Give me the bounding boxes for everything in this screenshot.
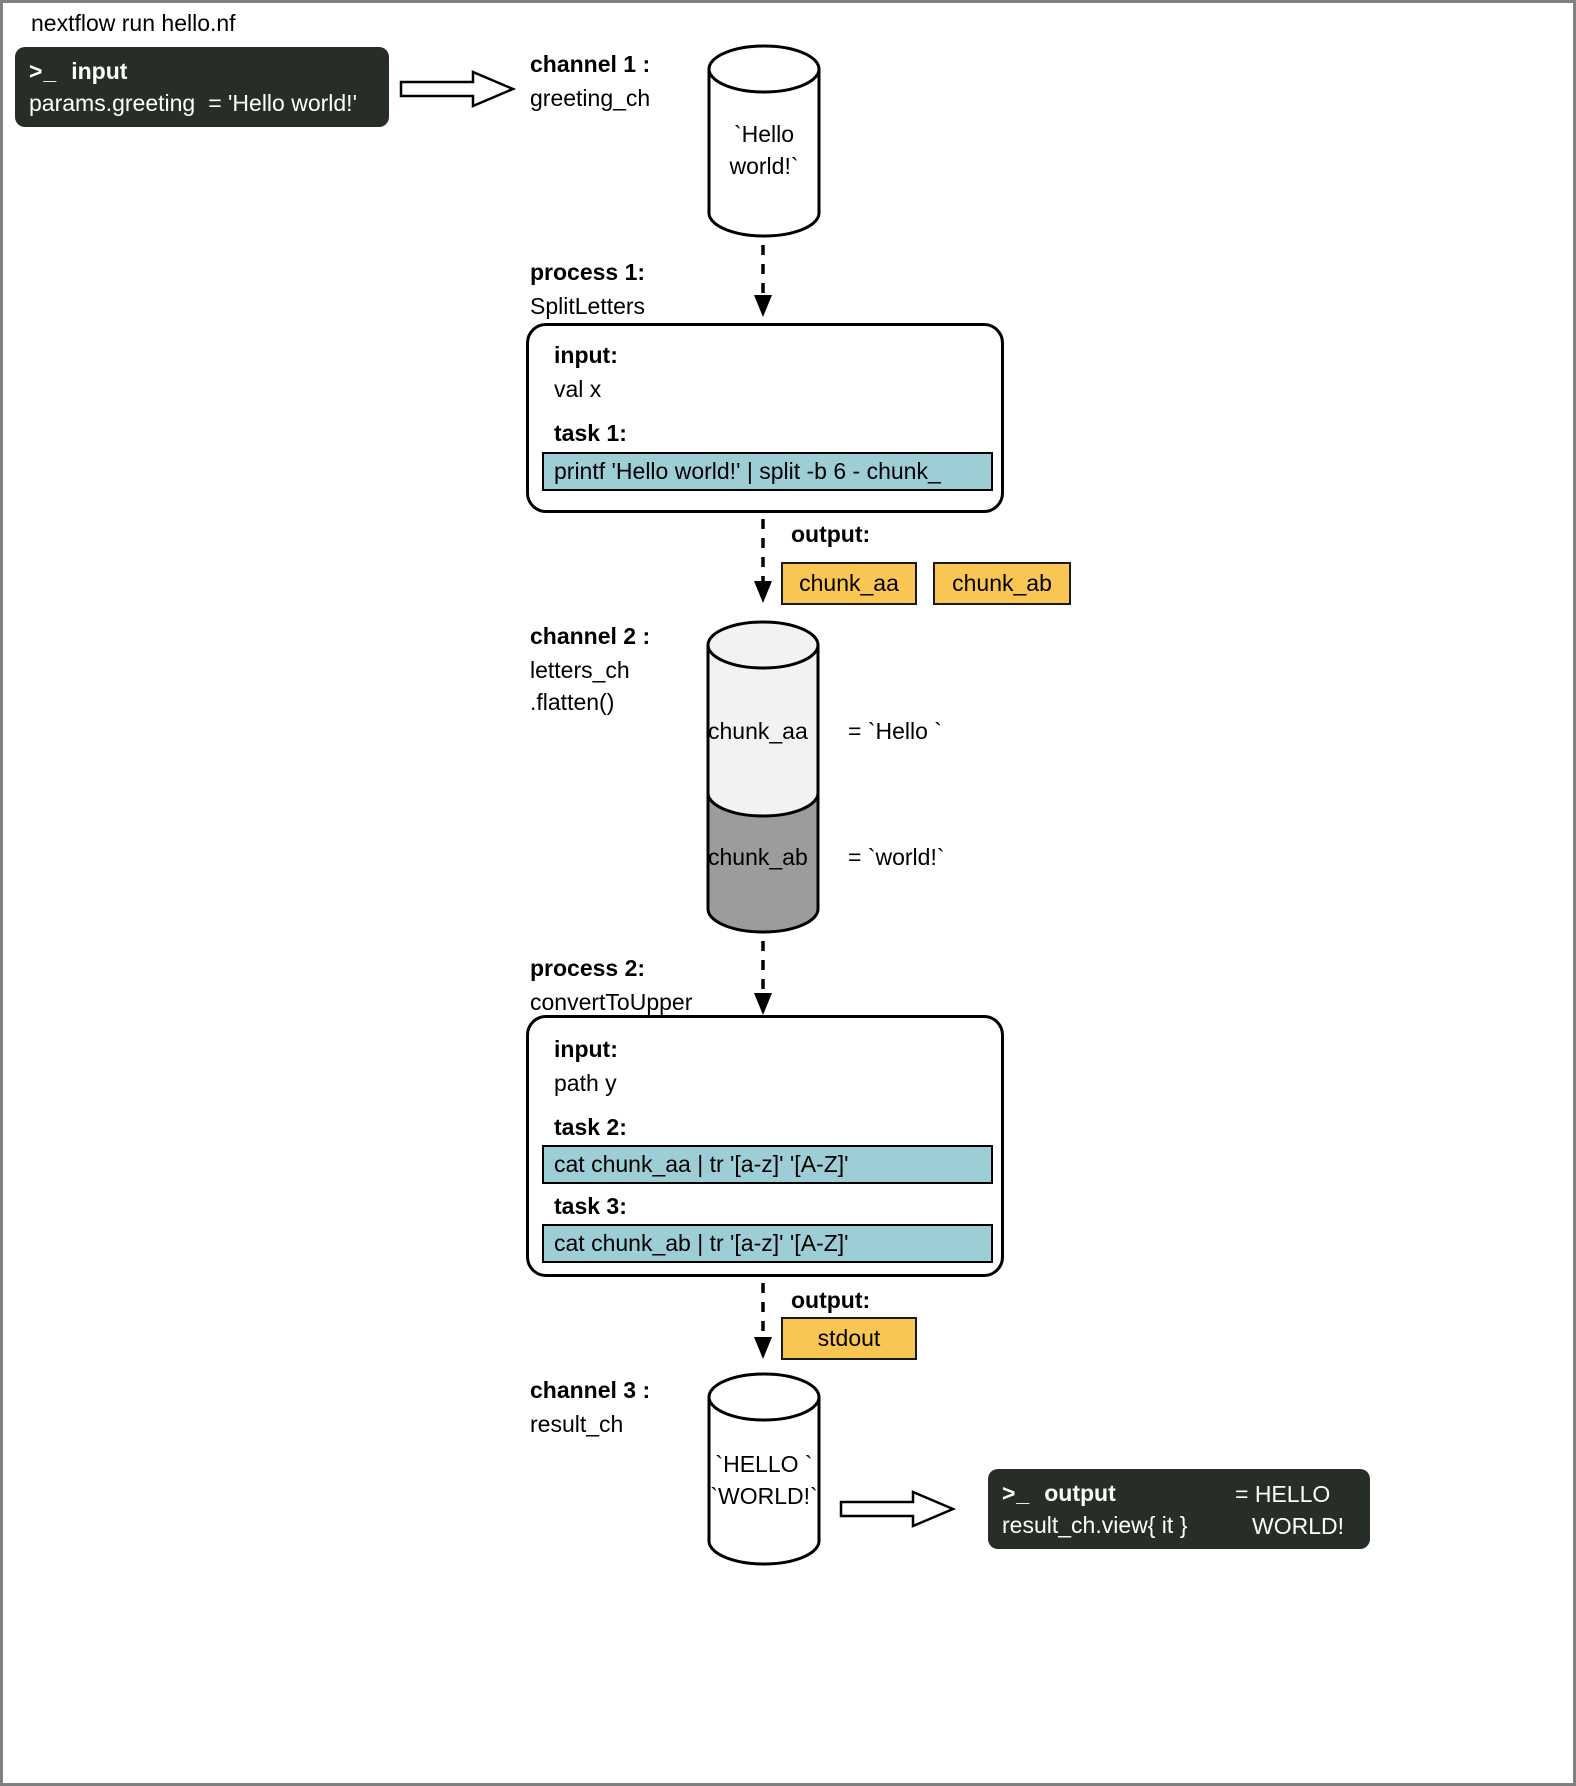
channel2-label: channel 2 : xyxy=(530,623,651,649)
input-terminal-code: params.greeting xyxy=(29,90,196,117)
process2-name: convertToUpper xyxy=(530,989,693,1015)
process2-box: input: path y task 2: cat chunk_aa | tr … xyxy=(526,1015,1004,1277)
chip-chunk-ab-text: chunk_ab xyxy=(952,570,1052,596)
task1-code: printf 'Hello world!' | split -b 6 - chu… xyxy=(554,458,941,484)
channel2-item2: chunk_ab xyxy=(708,844,808,870)
channel2-item1: chunk_aa xyxy=(708,718,808,744)
output2-label: output: xyxy=(791,1287,871,1313)
process2-input-value: path y xyxy=(554,1070,617,1096)
output-result-line2: WORLD! xyxy=(1252,1513,1344,1540)
chip-chunk-aa: chunk_aa xyxy=(781,562,917,605)
dashed-arrow-channel1-to-process1-icon xyxy=(754,245,772,317)
process1-input-value: val x xyxy=(554,376,602,402)
task2-label: task 2: xyxy=(554,1114,627,1140)
terminal-prompt-icon: >_ xyxy=(29,58,58,84)
output1-label: output: xyxy=(791,521,871,547)
output-terminal-code: result_ch.view{ it } xyxy=(1002,1512,1188,1539)
task3-code-box: cat chunk_ab | tr '[a-z]' '[A-Z]' xyxy=(542,1224,993,1263)
channel2-cylinder-icon xyxy=(706,620,820,934)
arrow-channel3-to-output-icon xyxy=(839,1490,957,1528)
channel3-content: `HELLO ` `WORLD!` xyxy=(703,1449,825,1512)
channel3-name: result_ch xyxy=(530,1411,624,1437)
process2-input-label: input: xyxy=(554,1036,618,1062)
chip-stdout: stdout xyxy=(781,1317,917,1360)
input-terminal-value: = 'Hello world!' xyxy=(208,90,357,117)
channel2-item1-value: = `Hello ` xyxy=(848,718,942,744)
channel1-cylinder-icon xyxy=(707,44,821,238)
channel1-content-line2: world!` xyxy=(729,152,799,179)
channel3-cylinder-icon xyxy=(707,1372,821,1566)
process1-input-label: input: xyxy=(554,342,618,368)
process1-box: input: val x task 1: printf 'Hello world… xyxy=(526,323,1004,513)
input-terminal: >_ input params.greeting = 'Hello world!' xyxy=(15,47,389,127)
dashed-arrow-process2-to-channel3-icon xyxy=(754,1283,772,1359)
task2-code-box: cat chunk_aa | tr '[a-z]' '[A-Z]' xyxy=(542,1145,993,1184)
output-terminal-header: >_ output xyxy=(1002,1477,1356,1509)
output-terminal-line: result_ch.view{ it } xyxy=(1002,1509,1356,1541)
task1-code-box: printf 'Hello world!' | split -b 6 - chu… xyxy=(542,452,993,491)
process2-label: process 2: xyxy=(530,955,646,981)
terminal-prompt-icon: >_ xyxy=(1002,1480,1031,1506)
process1-label: process 1: xyxy=(530,259,646,285)
chip-chunk-aa-text: chunk_aa xyxy=(799,570,899,596)
task2-code: cat chunk_aa | tr '[a-z]' '[A-Z]' xyxy=(554,1151,849,1177)
channel3-content-line2: `WORLD!` xyxy=(710,1482,818,1509)
input-terminal-header: >_ input xyxy=(29,55,375,87)
arrow-input-to-channel1-icon xyxy=(399,70,517,108)
output-result-line1: = HELLO xyxy=(1235,1481,1331,1507)
diagram-title: nextflow run hello.nf xyxy=(31,10,236,36)
task1-label: task 1: xyxy=(554,420,627,446)
input-terminal-title: input xyxy=(71,58,128,84)
channel1-content-line1: `Hello xyxy=(733,121,795,147)
task3-code: cat chunk_ab | tr '[a-z]' '[A-Z]' xyxy=(554,1230,849,1256)
channel1-label: channel 1 : xyxy=(530,51,651,77)
channel1-content: `Hello world!` xyxy=(703,119,825,182)
chip-chunk-ab: chunk_ab xyxy=(933,562,1071,605)
cylinder-body xyxy=(709,69,819,236)
output-terminal: >_ output result_ch.view{ it } = HELLO WO… xyxy=(988,1469,1370,1549)
channel2-name: letters_ch xyxy=(530,657,630,683)
channel3-label: channel 3 : xyxy=(530,1377,651,1403)
process1-name: SplitLetters xyxy=(530,293,646,319)
dashed-arrow-process1-to-channel2-icon xyxy=(754,519,772,603)
channel2-operator: .flatten() xyxy=(530,689,615,715)
output-terminal-title: output xyxy=(1044,1480,1116,1506)
input-terminal-line: params.greeting = 'Hello world!' xyxy=(29,87,375,119)
output-terminal-result: = HELLO WORLD! xyxy=(1235,1478,1344,1542)
channel1-name: greeting_ch xyxy=(530,85,651,111)
chip-stdout-text: stdout xyxy=(817,1325,881,1351)
channel2-item2-value: = `world!` xyxy=(848,844,945,870)
dashed-arrow-channel2-to-process2-icon xyxy=(754,941,772,1015)
channel3-content-line1: `HELLO ` xyxy=(715,1451,813,1477)
task3-label: task 3: xyxy=(554,1193,627,1219)
